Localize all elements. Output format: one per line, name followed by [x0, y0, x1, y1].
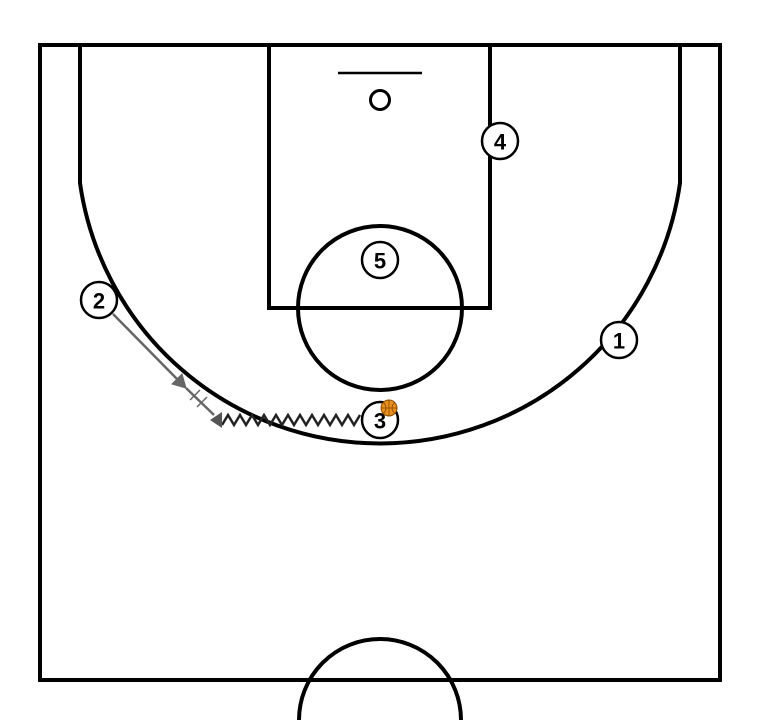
cut-tick [196, 396, 208, 408]
player-2[interactable]: 2 [79, 280, 119, 320]
dribble-path-player-3 [210, 412, 362, 428]
player-4-circle [480, 121, 520, 161]
center-circle [297, 637, 463, 720]
player-3-label: 3 [374, 409, 386, 434]
cut-line-tail [185, 387, 215, 416]
player-5[interactable]: 5 [360, 240, 400, 280]
dribble-arrowhead [210, 412, 222, 428]
player-5-label: 5 [374, 249, 386, 274]
free-throw-circle [296, 224, 464, 392]
hoop-icon [369, 89, 391, 111]
cut-line [112, 313, 179, 381]
player-5-circle [360, 240, 400, 280]
cut-arrowhead [171, 373, 187, 389]
paint-key [267, 43, 492, 310]
player-2-circle [79, 280, 119, 320]
cut-tick [189, 389, 201, 401]
court-boundary [38, 43, 722, 682]
basketball-icon [380, 399, 398, 417]
player-1[interactable]: 1 [599, 320, 639, 360]
player-4-label: 4 [494, 130, 507, 155]
player-4[interactable]: 4 [480, 121, 520, 161]
player-1-circle [599, 320, 639, 360]
cut-arrow-player-2 [112, 313, 215, 416]
three-point-line [78, 45, 682, 446]
player-1-label: 1 [613, 329, 625, 354]
player-2-label: 2 [93, 289, 105, 314]
dribble-zigzag [220, 412, 362, 428]
